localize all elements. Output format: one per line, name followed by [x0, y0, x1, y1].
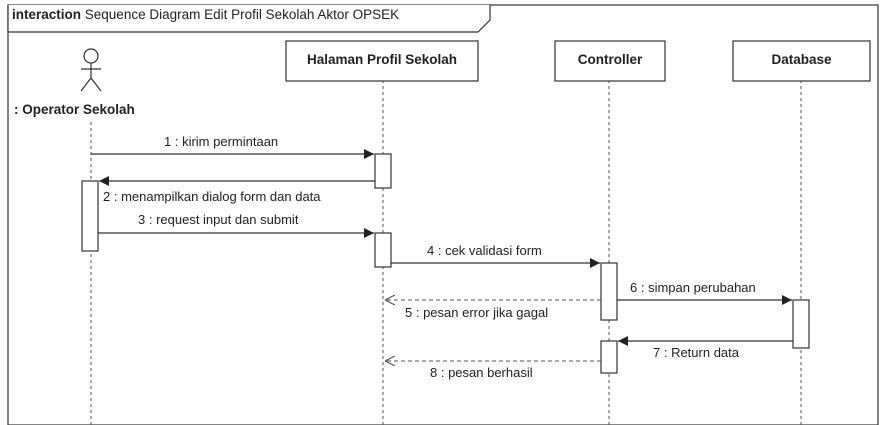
activation-controller-1: [600, 262, 618, 321]
actor-figure-icon: [80, 48, 102, 92]
activation-page-1: [374, 153, 392, 189]
controller-header-box: [554, 40, 666, 82]
message-4-label: 4 : cek validasi form: [426, 243, 543, 258]
database-header-box: [732, 40, 871, 82]
message-7-label: 7 : Return data: [652, 345, 740, 360]
message-2-label: 2 : menampilkan dialog form dan data: [102, 189, 322, 204]
page-lifeline-label: Halaman Profil Sekolah: [306, 52, 458, 67]
controller-lifeline-label: Controller: [577, 52, 643, 67]
frame-title: interaction Sequence Diagram Edit Profil…: [12, 7, 399, 22]
message-3-label: 3 : request input dan submit: [137, 212, 300, 227]
activation-controller-2: [600, 340, 618, 374]
message-5-label: 5 : pesan error jika gagal: [404, 305, 550, 320]
message-8-label: 8 : pesan berhasil: [429, 365, 534, 380]
frame-title-text: Sequence Diagram Edit Profil Sekolah Akt…: [84, 7, 400, 22]
database-lifeline-label: Database: [771, 52, 832, 67]
message-1-label: 1 : kirim permintaan: [163, 134, 280, 149]
page-header-box: [285, 40, 479, 82]
activation-page-2: [374, 232, 392, 268]
activation-database: [792, 299, 810, 349]
actor-label: : Operator Sekolah: [14, 102, 135, 117]
activation-actor: [81, 180, 99, 252]
frame-title-tab: [7, 5, 491, 33]
frame-keyword: interaction: [12, 7, 82, 22]
message-6-label: 6 : simpan perubahan: [629, 280, 757, 295]
